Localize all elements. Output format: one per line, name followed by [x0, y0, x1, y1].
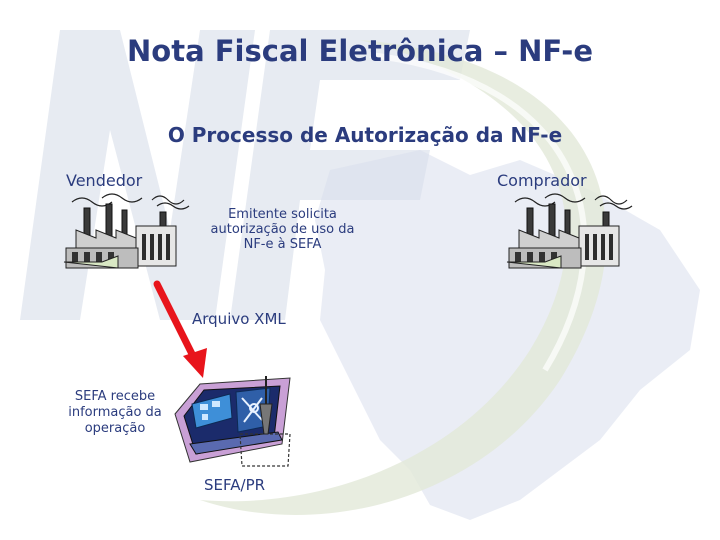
seller-label: Vendedor [66, 171, 143, 190]
slide-title: Nota Fiscal Eletrônica – NF-e [127, 34, 593, 68]
arrow-icon [153, 280, 207, 378]
factory-icon [63, 193, 190, 269]
sefa-receive-text: SEFA recebe informação da operação [68, 389, 162, 436]
emit-request-text: Emitente solicita autorização de uso da … [210, 207, 355, 252]
computer-terminal-icon [174, 376, 291, 467]
slide-subtitle: O Processo de Autorização da NF-e [167, 123, 563, 147]
file-label: Arquivo XML [192, 310, 286, 328]
sefa-label: SEFA/PR [204, 476, 266, 494]
buyer-label: Comprador [497, 171, 587, 190]
swoosh-shape [200, 40, 607, 515]
factory-icon [506, 193, 633, 269]
